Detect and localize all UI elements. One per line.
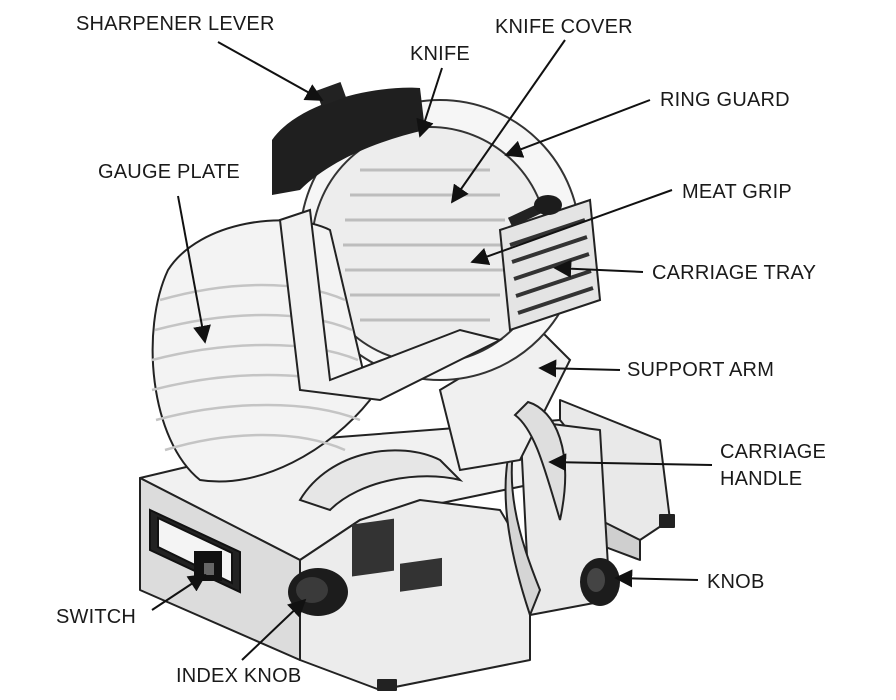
leader-arrows (151, 39, 713, 661)
arrow-ring-guard (504, 99, 651, 158)
arrow-index-knob (241, 598, 307, 661)
label-carriage-handle-line1: CARRIAGE (720, 441, 827, 463)
arrow-carriage-tray (553, 259, 644, 278)
carriage-tray-shape (498, 198, 602, 332)
meat-grip-shape (507, 195, 562, 227)
label-switch: SWITCH (56, 606, 137, 628)
label-carriage-tray: CARRIAGE TRAY (652, 262, 817, 284)
arrow-gauge-plate (177, 195, 211, 344)
label-support-arm: SUPPORT ARM (627, 359, 775, 381)
switch-panel (149, 508, 241, 594)
arrow-knob (614, 569, 699, 588)
base-panels (352, 518, 442, 592)
arrow-carriage-handle (548, 453, 713, 472)
carriage-handle-shape (513, 400, 567, 521)
label-knife-cover: KNIFE COVER (495, 16, 633, 38)
label-knob: KNOB (707, 571, 765, 593)
carriage-front-shape (278, 208, 503, 402)
support-arm-shape (298, 328, 572, 512)
label-index-knob: INDEX KNOB (176, 665, 302, 687)
arrow-sharpener-lever (217, 41, 324, 101)
arrow-meat-grip (470, 189, 673, 265)
label-gauge-plate: GAUGE PLATE (98, 161, 240, 183)
arrow-switch (151, 574, 207, 611)
label-meat-grip: MEAT GRIP (682, 181, 792, 203)
label-sharpener-lever: SHARPENER LEVER (76, 13, 275, 35)
label-ring-guard: RING GUARD (660, 89, 790, 111)
label-knife: KNIFE (410, 43, 470, 65)
arrow-support-arm (538, 359, 621, 378)
label-carriage-handle-line2: HANDLE (720, 468, 803, 490)
arrow-knife-cover (450, 39, 566, 204)
knob-shape (580, 558, 620, 606)
arrow-knife (416, 67, 443, 138)
